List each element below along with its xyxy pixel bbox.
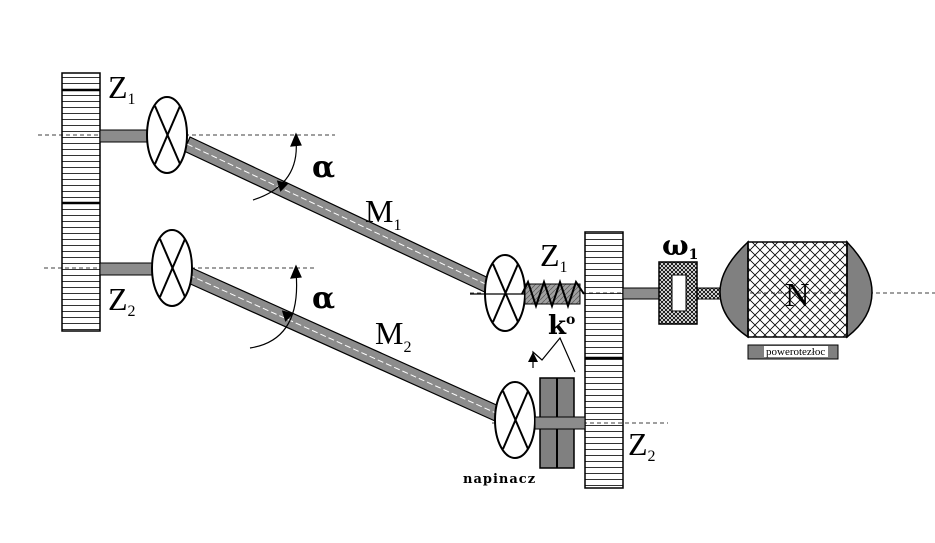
left-gear-block (61, 72, 101, 332)
tensioner-arrow-icon (532, 336, 576, 373)
left-shaft-top (99, 129, 149, 143)
label-motor-plate: powerotezłoc (766, 346, 825, 358)
left-shaft-bottom (99, 262, 153, 276)
drive-shaft-m2 (185, 267, 502, 422)
label-tensioner: napinacz (463, 472, 536, 487)
label-alpha-top: α (312, 150, 335, 185)
label-z2-right: Z2 (628, 426, 656, 465)
label-omega: ω1 (662, 229, 698, 263)
label-z1-left: Z1 (108, 69, 136, 108)
label-m1: M1 (365, 193, 401, 234)
motor-shaft-right (696, 287, 723, 300)
right-gear-block (584, 231, 624, 489)
label-alpha-bottom: α (312, 281, 335, 316)
angle-arc-bottom (249, 264, 302, 349)
motor-shaft-left (622, 287, 660, 300)
label-z2-left: Z2 (108, 281, 136, 320)
label-spring-k: ko (548, 311, 575, 341)
electric-motor (719, 240, 873, 360)
drive-shaft-m1 (183, 136, 498, 296)
spring-element (470, 278, 585, 310)
angle-arc-top (252, 132, 302, 201)
label-motor-n: N (785, 277, 810, 314)
universal-joint-right-bottom (494, 381, 536, 459)
universal-joint-top-left (146, 96, 188, 174)
label-m2: M2 (375, 315, 411, 356)
tensioner-device (528, 336, 586, 469)
universal-joint-right-top (484, 254, 526, 332)
clutch-coupling (658, 261, 698, 325)
universal-joint-middle-left (151, 229, 193, 307)
label-z1-right: Z1 (540, 237, 568, 276)
